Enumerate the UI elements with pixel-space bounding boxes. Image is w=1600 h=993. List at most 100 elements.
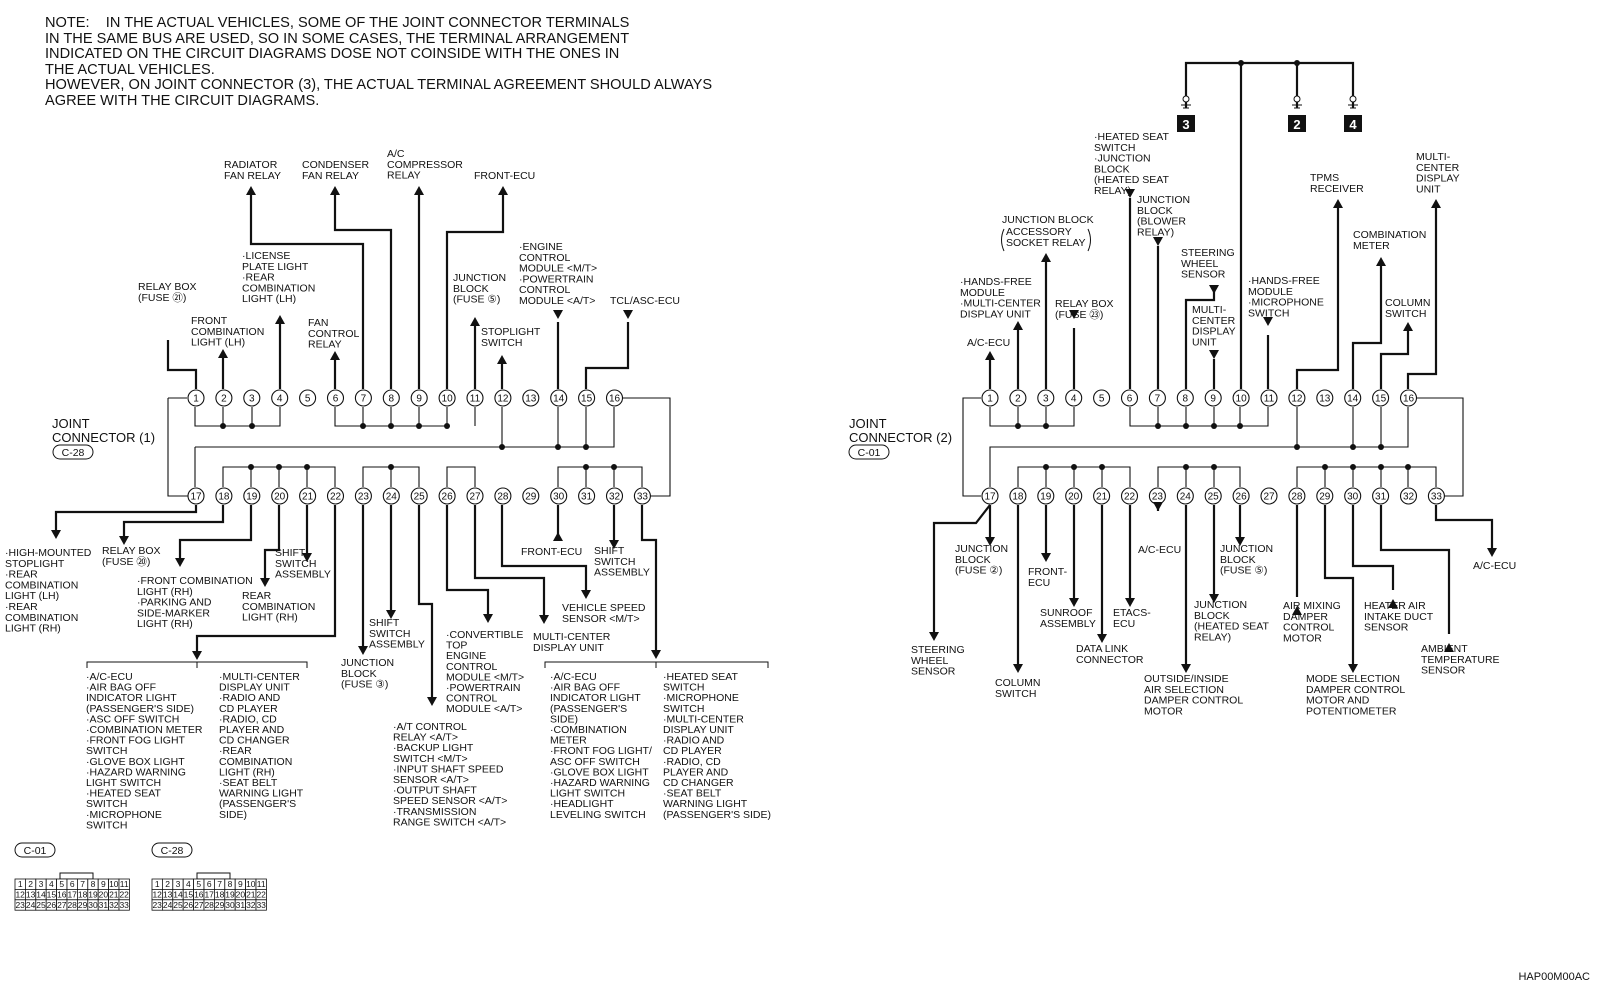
face-cavity	[118, 899, 130, 911]
label-pin-15: TCL/ASC-ECU	[610, 295, 680, 307]
pin-number: 24	[1180, 492, 1192, 503]
wire-pin-18	[122, 505, 225, 536]
connector-outline	[1415, 397, 1464, 497]
pin-number: 14	[1347, 394, 1359, 405]
face-cavity-number: 32	[246, 900, 256, 910]
label-pin-9: RELAY	[387, 170, 421, 182]
face-cavity-number: 24	[163, 900, 173, 910]
pin-circle	[1288, 389, 1306, 407]
pin-number: 7	[1155, 394, 1161, 405]
pin-circle	[522, 487, 540, 505]
pin-circle	[578, 487, 596, 505]
label-pin-17a: STEERING	[911, 644, 965, 656]
pin-circle	[1344, 487, 1362, 505]
pin-number: 4	[277, 394, 283, 405]
face-cavity-number: 31	[236, 900, 246, 910]
label-pin-2: ·HANDS-FREE	[960, 276, 1032, 288]
label-pin-19: ECU	[1028, 577, 1050, 589]
label-pin-17: JUNCTION	[955, 543, 1008, 555]
label-pin-25: SWITCH <M/T>	[393, 753, 468, 765]
label-pin-20: COMBINATION	[242, 601, 315, 613]
label-pin-18: COLUMN	[995, 677, 1041, 689]
label-pin-6: ·HEATED SEAT	[1094, 131, 1169, 143]
pin-circle	[382, 389, 400, 407]
label-pin-20: SUNROOF	[1040, 607, 1093, 619]
pin-number: 20	[274, 492, 286, 503]
label-pin-21: ASSEMBLY	[275, 569, 331, 581]
label-pin-21: CONNECTOR	[1076, 654, 1144, 666]
pin-number: 21	[302, 492, 314, 503]
pin-circle	[466, 389, 484, 407]
splice-bar	[446, 466, 476, 487]
label-pin-30: SENSOR	[1364, 622, 1409, 634]
note-line: NOTE: IN THE ACTUAL VEHICLES, SOME OF TH…	[45, 15, 630, 31]
label-pin-17: BLOCK	[955, 554, 991, 566]
face-cavity-number: 4	[186, 879, 191, 889]
label-pin-3: ACCESSORY	[1006, 226, 1072, 238]
splice-dot	[1237, 423, 1243, 429]
label-pin-24: ASSEMBLY	[369, 639, 425, 651]
face-cavity-number: 8	[228, 879, 233, 889]
list-pin-22-col2: ·RADIO AND	[219, 692, 281, 704]
face-cavity-number: 3	[176, 879, 181, 889]
splice-bar	[1129, 407, 1269, 427]
face-cavity-number: 12	[15, 889, 25, 899]
label-pin-18: SWITCH	[995, 688, 1036, 700]
label-pin-19: LIGHT (RH)	[137, 618, 193, 630]
arrow-head	[929, 632, 939, 641]
arrow-head	[1041, 553, 1051, 562]
face-cavity-number: 17	[67, 889, 77, 899]
label-pin-29: MOTOR AND	[1306, 695, 1370, 707]
pin-circle	[326, 389, 345, 407]
pin-circle	[354, 389, 372, 407]
label-pin-26: CONTROL	[446, 661, 497, 673]
label-pin-31: AMBIENT	[1421, 643, 1468, 655]
label-pin-20: REAR	[242, 590, 272, 602]
face-cavity-number: 33	[119, 900, 129, 910]
wire-pin-15	[1379, 331, 1410, 389]
label-pin-25: RANGE SWITCH <A/T>	[393, 816, 506, 828]
list-pin-33-col1: ASC OFF SWITCH	[550, 756, 640, 768]
pin-circle	[1009, 389, 1027, 407]
note-line: IN THE SAME BUS ARE USED, SO IN SOME CAS…	[45, 30, 630, 47]
pin-number: 17	[190, 492, 202, 503]
face-cavity-number: 31	[99, 900, 109, 910]
list-pin-33-col2: WARNING LIGHT	[663, 798, 748, 810]
label-pin-24: SWITCH	[369, 628, 410, 640]
label-pin-9: MULTI-	[1192, 304, 1227, 316]
list-pin-22-col1: ·FRONT FOG LIGHT	[86, 735, 186, 747]
label-pin-9: DISPLAY	[1192, 326, 1236, 338]
label-pin-14: MODULE <A/T>	[519, 295, 595, 307]
face-cavity-number: 8	[91, 879, 96, 889]
pin-number: 20	[1068, 492, 1080, 503]
label-pin-4: RELAY BOX	[1055, 298, 1114, 310]
arrow-head	[498, 186, 508, 195]
splice-dot	[1071, 464, 1077, 470]
label-pin-19: ·PARKING AND	[137, 597, 212, 609]
arrow-head	[358, 646, 368, 655]
pin-number: 8	[1183, 394, 1189, 405]
label-pin-6: (HEATED SEAT	[1094, 174, 1169, 186]
pin-number: 9	[1210, 394, 1216, 405]
label-pin-11: BLOCK	[453, 283, 489, 295]
label-pin-14: MODULE <M/T>	[519, 263, 597, 275]
face-cavity-number: 19	[225, 889, 235, 899]
label-pin-6: RELAY)	[1094, 185, 1131, 197]
label-pin-11: MODULE	[1248, 286, 1293, 298]
arrow-head	[246, 186, 256, 195]
label-pin-6: FAN	[308, 317, 328, 329]
label-pin-11: (FUSE ⑤)	[453, 294, 500, 306]
face-cavity-number: 11	[257, 879, 266, 889]
wire-pin-1	[166, 340, 198, 389]
list-pin-22-col2: PLAYER AND	[219, 724, 285, 736]
list-pin-33-col2: ·RADIO AND	[663, 735, 725, 747]
pin-circle	[382, 487, 400, 505]
label-pin-6: CONTROL	[308, 328, 359, 340]
pin-circle	[1399, 389, 1418, 407]
wire-pin-33	[640, 505, 658, 650]
pin-circle	[633, 487, 651, 505]
pin-number: 19	[1040, 492, 1052, 503]
label-pin-6: RELAY	[308, 339, 342, 351]
label-pin-28: VEHICLE SPEED	[562, 602, 646, 614]
